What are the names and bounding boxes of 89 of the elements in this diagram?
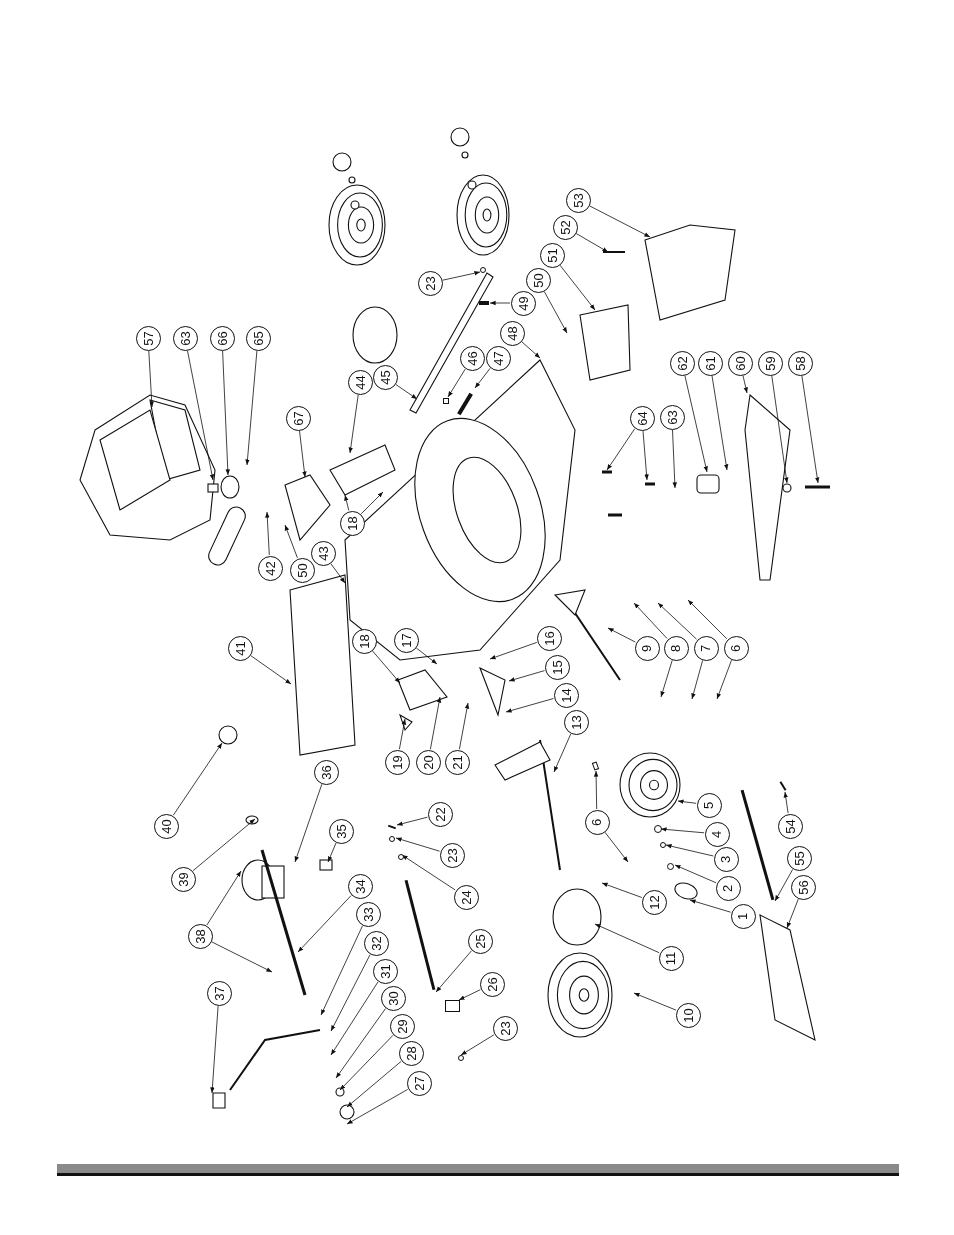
nut [389,836,395,842]
callout-number: 4 [704,821,730,847]
callout-number: 23 [439,842,465,868]
callout-number: 46 [459,345,485,371]
callout-number: 36 [313,759,339,785]
callout-number: 53 [565,187,591,213]
bolt [479,301,489,305]
callout-number: 3 [713,846,739,872]
callout-number: 52 [552,214,578,240]
callout-number: 43 [310,540,336,566]
callout-number: 23 [492,1015,518,1041]
callout-number: 59 [757,350,783,376]
callout-number: 55 [786,845,812,871]
callout-number: 26 [479,971,505,997]
callout-number: 50 [525,267,551,293]
callout-number: 54 [777,813,803,839]
callout-number: 60 [727,350,753,376]
callout-number: 48 [499,320,525,346]
callout-number: 33 [355,901,381,927]
callout-number: 41 [227,635,253,661]
rod [740,789,775,901]
callout-number: 15 [544,654,570,680]
callout-number: 22 [427,801,453,827]
nut [458,1055,464,1061]
callout-number: 2 [715,875,741,901]
callout-number: 12 [641,889,667,915]
callout-number: 23 [417,270,443,296]
callout-number: 35 [328,818,354,844]
callout-number: 32 [363,930,389,956]
washer [660,842,666,848]
callout-number: 37 [206,980,232,1006]
callout-number: 64 [629,405,655,431]
callout-number: 6 [584,809,610,835]
callout-number: 40 [153,813,179,839]
callout-number: 49 [510,290,536,316]
nut [654,825,662,833]
nut [480,267,486,273]
washer [666,862,674,870]
callout-number: 30 [380,985,406,1011]
callout-number: 61 [697,350,723,376]
bolt [443,398,449,404]
callout-number: 62 [669,350,695,376]
callout-number: 42 [257,555,283,581]
rod [404,879,436,991]
callout-number: 14 [553,682,579,708]
callout-number: 25 [467,928,493,954]
callout-number: 65 [245,325,271,351]
bolt [591,761,599,771]
callout-number: 10 [675,1002,701,1028]
callout-number: 63 [659,404,685,430]
callout-number: 28 [398,1040,424,1066]
knob [444,1000,460,1012]
callout-number: 57 [135,325,161,351]
callout-number: 45 [372,364,398,390]
callout-number: 27 [406,1070,432,1096]
callout-number: 34 [347,873,373,899]
callout-number: 13 [563,709,589,735]
callout-number: 51 [539,242,565,268]
callout-number: 38 [187,923,213,949]
callout-number: 9 [634,635,660,661]
callout-number: 1 [730,903,756,929]
callout-number: 11 [658,945,684,971]
callout-number: 63 [172,325,198,351]
pin [387,824,397,830]
callout-number: 5 [696,792,722,818]
callout-number: 16 [536,625,562,651]
callout-number: 47 [485,345,511,371]
callout-number: 6 [723,635,749,661]
washer [398,854,404,860]
callout-number: 7 [693,635,719,661]
callout-number: 44 [347,369,373,395]
callout-number: 58 [787,350,813,376]
callout-number: 19 [384,749,410,775]
callout-number: 21 [444,749,470,775]
callout-number: 20 [415,749,441,775]
callout-number: 24 [453,884,479,910]
callout-number: 31 [372,958,398,984]
callout-number: 39 [170,866,196,892]
rod [779,780,787,792]
callout-number: 56 [790,874,816,900]
callout-number: 18 [339,510,365,536]
callout-number: 18 [351,628,377,654]
callout-number: 66 [209,325,235,351]
callout-number: 29 [389,1013,415,1039]
callout-number: 67 [285,405,311,431]
callout-number: 8 [663,635,689,661]
spring [457,392,473,416]
wheel [619,752,681,818]
callout-number: 50 [289,557,315,583]
